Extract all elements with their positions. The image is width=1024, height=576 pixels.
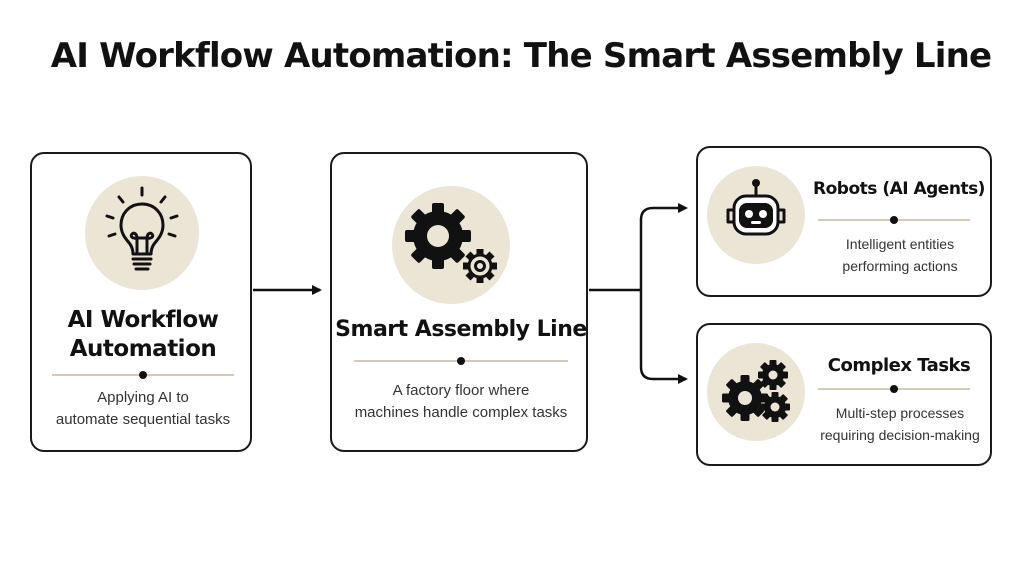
divider (818, 216, 970, 224)
arrow-assembly-to-complex-tasks (639, 290, 688, 384)
lower-gear-shape (760, 392, 790, 422)
description-line: A factory floor where (392, 382, 530, 399)
description-line: requiring decision-making (820, 427, 980, 443)
node-heading: AI Workflow Automation (32, 306, 254, 364)
node-heading: Robots (AI Agents) (813, 179, 985, 199)
description-line: performing actions (842, 258, 958, 274)
divider (818, 385, 970, 393)
main-gear-shape (722, 375, 768, 421)
node-smart-assembly-line: Smart Assembly Line A factory floor wher… (330, 152, 588, 452)
description-line: machines handle complex tasks (354, 404, 568, 421)
gears-icon (405, 203, 497, 283)
gears-cluster-icon (722, 360, 790, 422)
robot-icon (726, 179, 786, 236)
small-gear-shape (463, 249, 497, 283)
lightbulb-icon (105, 186, 179, 271)
node-description: Intelligent entities performing actions (808, 233, 992, 277)
description-line: Intelligent entities (845, 236, 955, 252)
heading-line: AI Workflow Automation (67, 307, 219, 362)
node-description: Multi-step processes requiring decision-… (808, 402, 992, 446)
node-description: A factory floor where machines handle co… (332, 380, 590, 424)
arrow-assembly-to-robots (639, 203, 688, 290)
icon-circle (707, 166, 805, 264)
node-heading: Smart Assembly Line (335, 317, 587, 342)
upper-gear-shape (758, 360, 788, 390)
icon-circle (392, 186, 510, 304)
node-complex-tasks: Complex Tasks Multi-step processes requi… (696, 323, 992, 466)
page-title: AI Workflow Automation: The Smart Assemb… (50, 36, 992, 76)
node-ai-workflow-automation: AI Workflow Automation Applying AI to au… (30, 152, 252, 452)
divider (52, 371, 234, 379)
large-gear-shape (405, 203, 471, 269)
divider (354, 357, 568, 365)
node-robots-ai-agents: Robots (AI Agents) Intelligent entities … (696, 146, 992, 297)
node-description: Applying AI to automate sequential tasks (32, 387, 254, 431)
description-line: Multi-step processes (835, 405, 965, 421)
node-heading: Complex Tasks (827, 355, 971, 376)
description-line: Applying AI to (97, 389, 189, 406)
icon-circle (85, 176, 199, 290)
icon-circle (707, 343, 805, 441)
description-line: automate sequential tasks (55, 411, 231, 428)
